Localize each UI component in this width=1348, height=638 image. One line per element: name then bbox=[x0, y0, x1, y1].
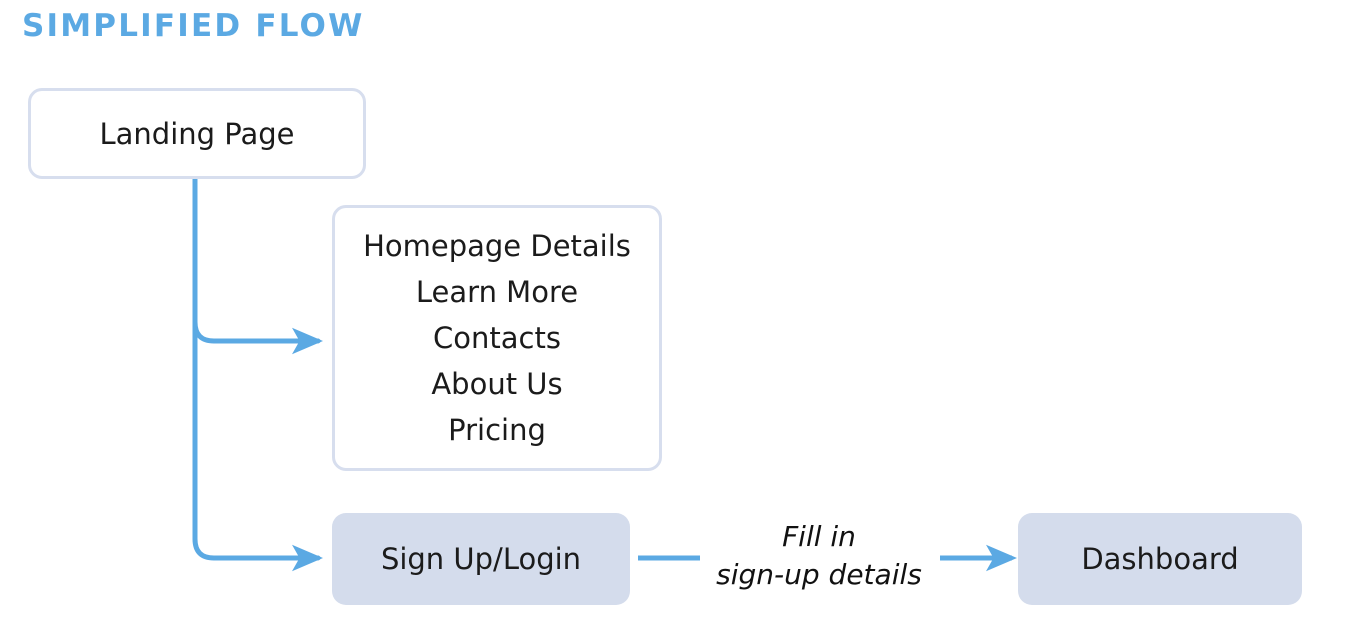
homepage-details-line-3: Contacts bbox=[433, 321, 561, 355]
node-landing-page[interactable]: Landing Page bbox=[28, 88, 366, 179]
node-signup-login[interactable]: Sign Up/Login bbox=[332, 513, 630, 605]
edge-label-line-1: Fill in bbox=[782, 520, 856, 553]
connector-landing-to-signup bbox=[192, 497, 324, 572]
edge-label-line-2: sign-up details bbox=[716, 558, 922, 591]
homepage-details-line-5: Pricing bbox=[448, 413, 546, 447]
homepage-details-line-2: Learn More bbox=[415, 275, 579, 309]
connector-landing-to-homepage bbox=[192, 297, 324, 355]
node-dashboard[interactable]: Dashboard bbox=[1018, 513, 1302, 605]
node-homepage-details[interactable]: Homepage Details Learn More Contacts Abo… bbox=[332, 205, 662, 471]
node-landing-page-label: Landing Page bbox=[99, 116, 295, 151]
homepage-details-line-1: Homepage Details bbox=[363, 229, 631, 263]
homepage-details-line-4: About Us bbox=[431, 367, 563, 401]
node-signup-login-label: Sign Up/Login bbox=[380, 542, 582, 576]
edge-label-fill-in-signup-details: Fill in sign-up details bbox=[706, 518, 932, 594]
node-dashboard-label: Dashboard bbox=[1081, 542, 1239, 576]
page-title: SIMPLIFIED FLOW bbox=[22, 8, 365, 44]
